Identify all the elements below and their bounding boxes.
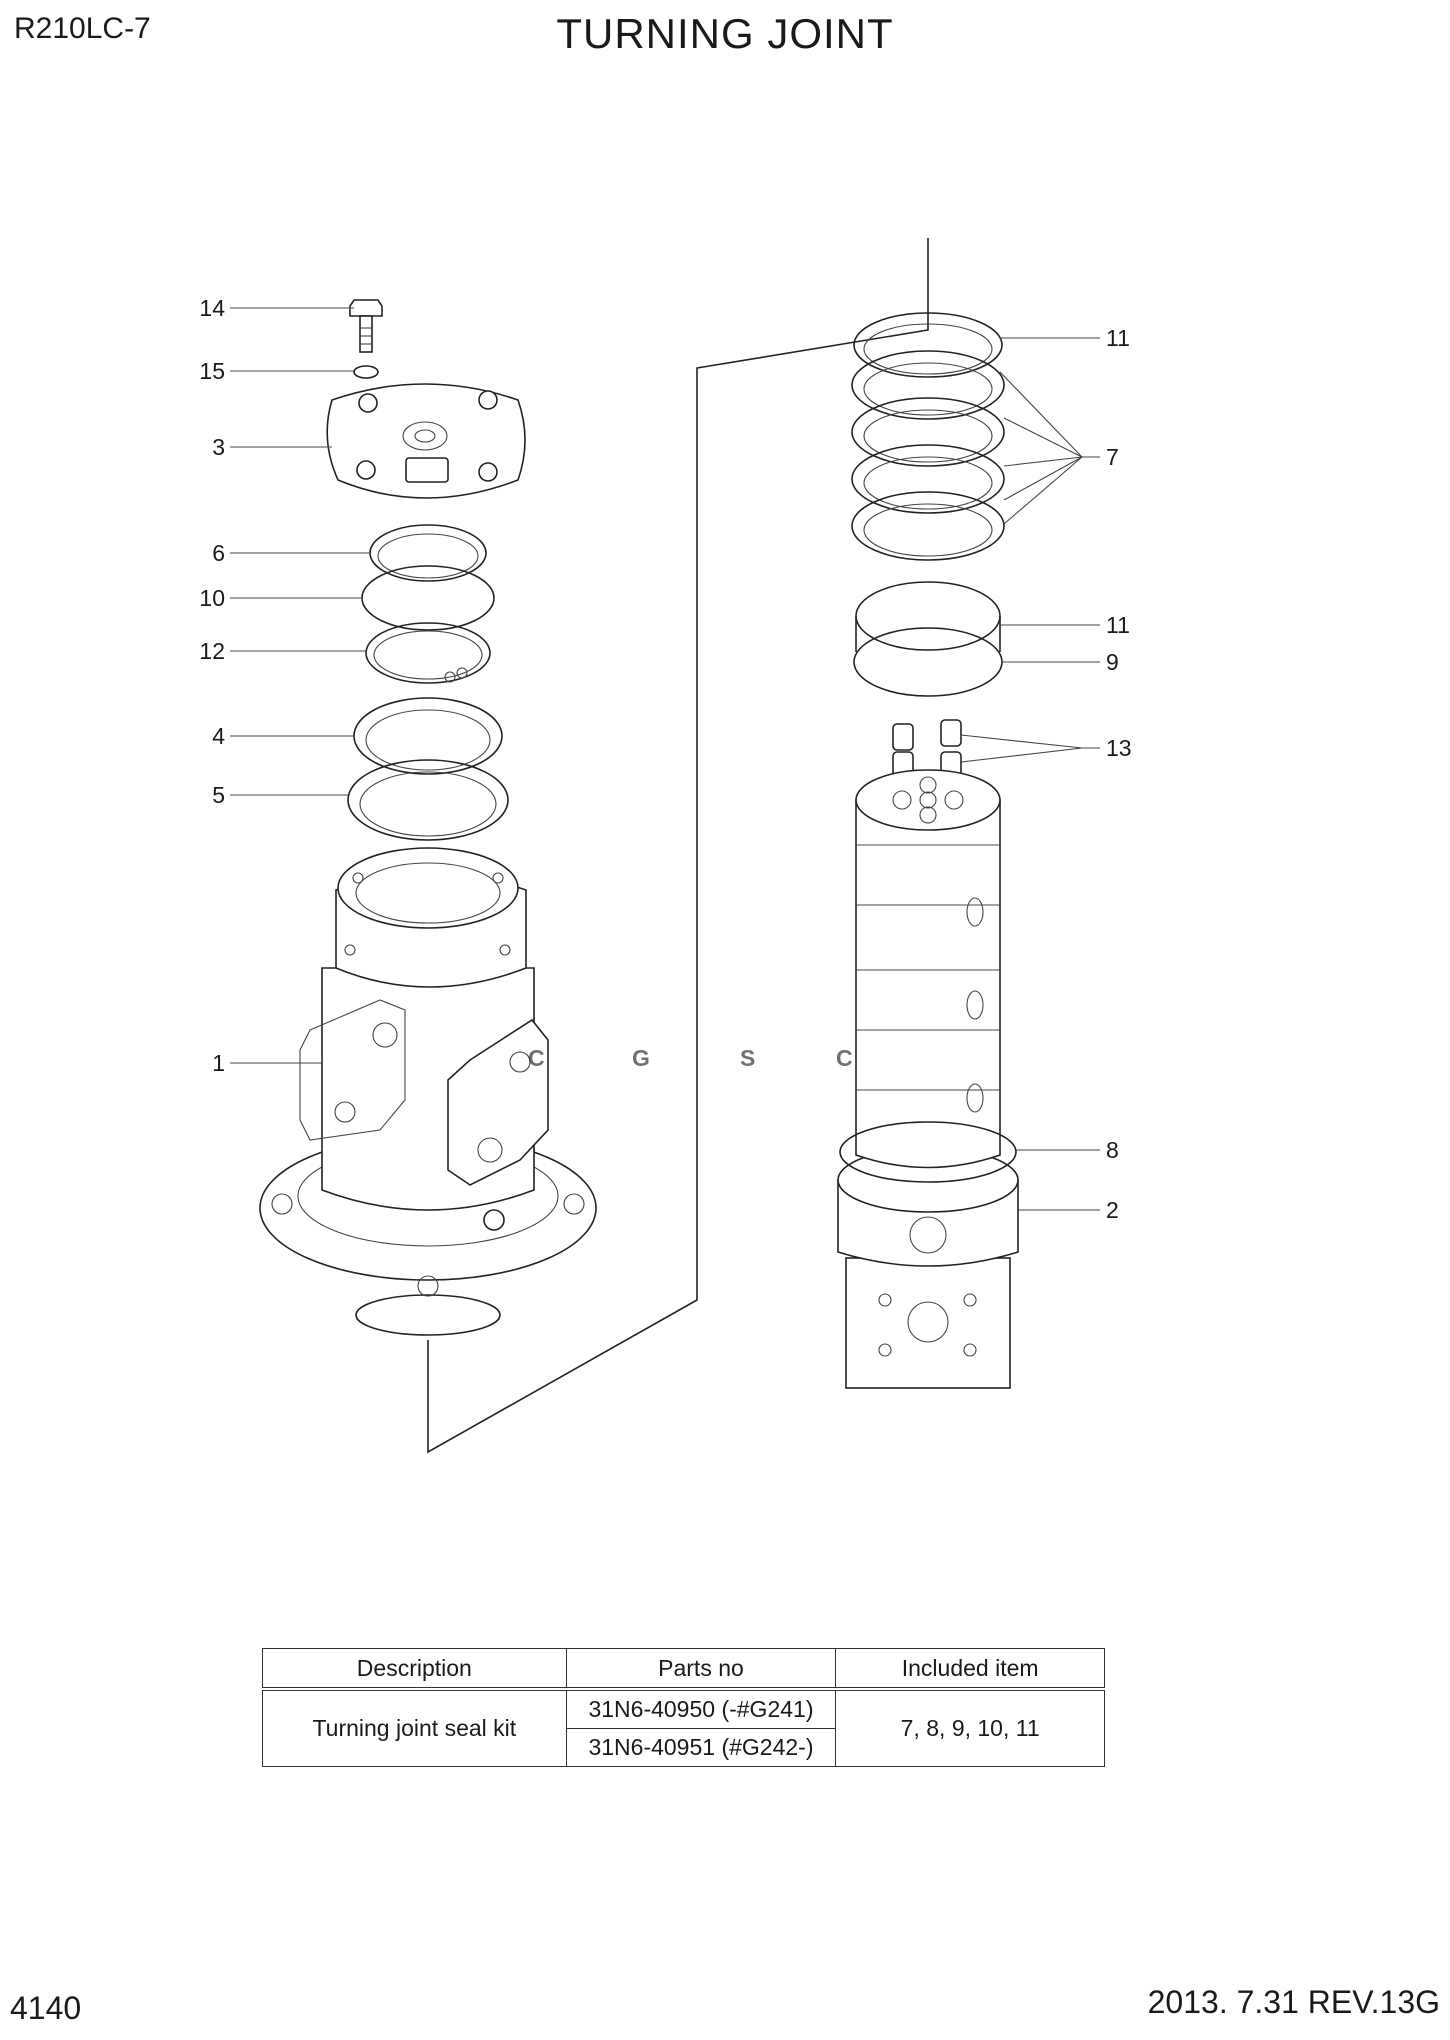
model-label: R210LC-7 (14, 12, 151, 45)
ring-part-11-lower (855, 581, 1001, 652)
callout-15: 15 (199, 358, 225, 384)
ring-part-4 (353, 697, 503, 775)
ring-part-5 (347, 759, 509, 841)
cell-part-number-2: 31N6-40951 (#G242-) (565, 1728, 837, 1767)
header-included-item: Included item (835, 1648, 1105, 1691)
cell-description: Turning joint seal kit (262, 1688, 567, 1767)
revision-date: 2013. 7.31 REV.13G (1147, 1984, 1440, 2020)
watermark-letter-g: G (632, 1045, 650, 1071)
ring-stack-part-7-11 (851, 312, 1005, 561)
plugs-part-13 (892, 719, 962, 777)
callout-10: 10 (199, 585, 225, 611)
cgsc-watermark: C G S C (528, 1045, 853, 1071)
callout-5: 5 (212, 782, 225, 808)
callout-4: 4 (212, 723, 225, 749)
assembly-bracket (427, 238, 929, 1454)
parts-table: Description Parts no Included item Turni… (262, 1648, 1105, 1767)
callout-11-upper: 11 (1106, 325, 1130, 351)
callout-13: 13 (1106, 735, 1132, 761)
callout-9: 9 (1106, 649, 1119, 675)
washer-part-15 (353, 365, 379, 379)
watermark-letter-c1: C (528, 1045, 545, 1071)
cell-included-items: 7, 8, 9, 10, 11 (835, 1688, 1105, 1767)
table-row: Turning joint seal kit 31N6-40950 (-#G24… (262, 1688, 1105, 1767)
callout-6: 6 (212, 540, 225, 566)
bolt-part-14 (349, 299, 383, 353)
housing-part-1 (259, 847, 597, 1336)
shaft-part-2 (837, 769, 1019, 1389)
exploded-view-diagram: 14 15 3 6 10 12 4 5 1 11 7 11 9 13 8 2 C… (199, 238, 1132, 1454)
callout-11-lower: 11 (1106, 612, 1130, 638)
callout-14: 14 (199, 295, 225, 321)
watermark-letter-c2: C (836, 1045, 853, 1071)
ring-part-8 (839, 1121, 1017, 1183)
callout-2: 2 (1106, 1197, 1119, 1223)
leader-lines (230, 307, 1100, 1211)
cover-part-3 (326, 383, 526, 499)
callout-8: 8 (1106, 1137, 1119, 1163)
table-header-row: Description Parts no Included item (262, 1648, 1105, 1691)
ring-part-9 (853, 627, 1003, 697)
callout-12: 12 (199, 638, 225, 664)
page-number: 4140 (10, 1990, 82, 2026)
watermark-letter-s: S (740, 1045, 755, 1071)
callout-3: 3 (212, 434, 225, 460)
table-row: 31N6-40951 (#G242-) (263, 1728, 1105, 1767)
header-parts-no: Parts no (565, 1648, 837, 1691)
header-description: Description (262, 1648, 567, 1691)
ring-part-12 (365, 622, 491, 684)
callout-1: 1 (212, 1050, 225, 1076)
callout-7: 7 (1106, 444, 1119, 470)
ring-part-10 (361, 565, 495, 631)
page-title: TURNING JOINT (556, 10, 894, 57)
cell-part-number-1: 31N6-40950 (-#G241) (565, 1688, 837, 1729)
